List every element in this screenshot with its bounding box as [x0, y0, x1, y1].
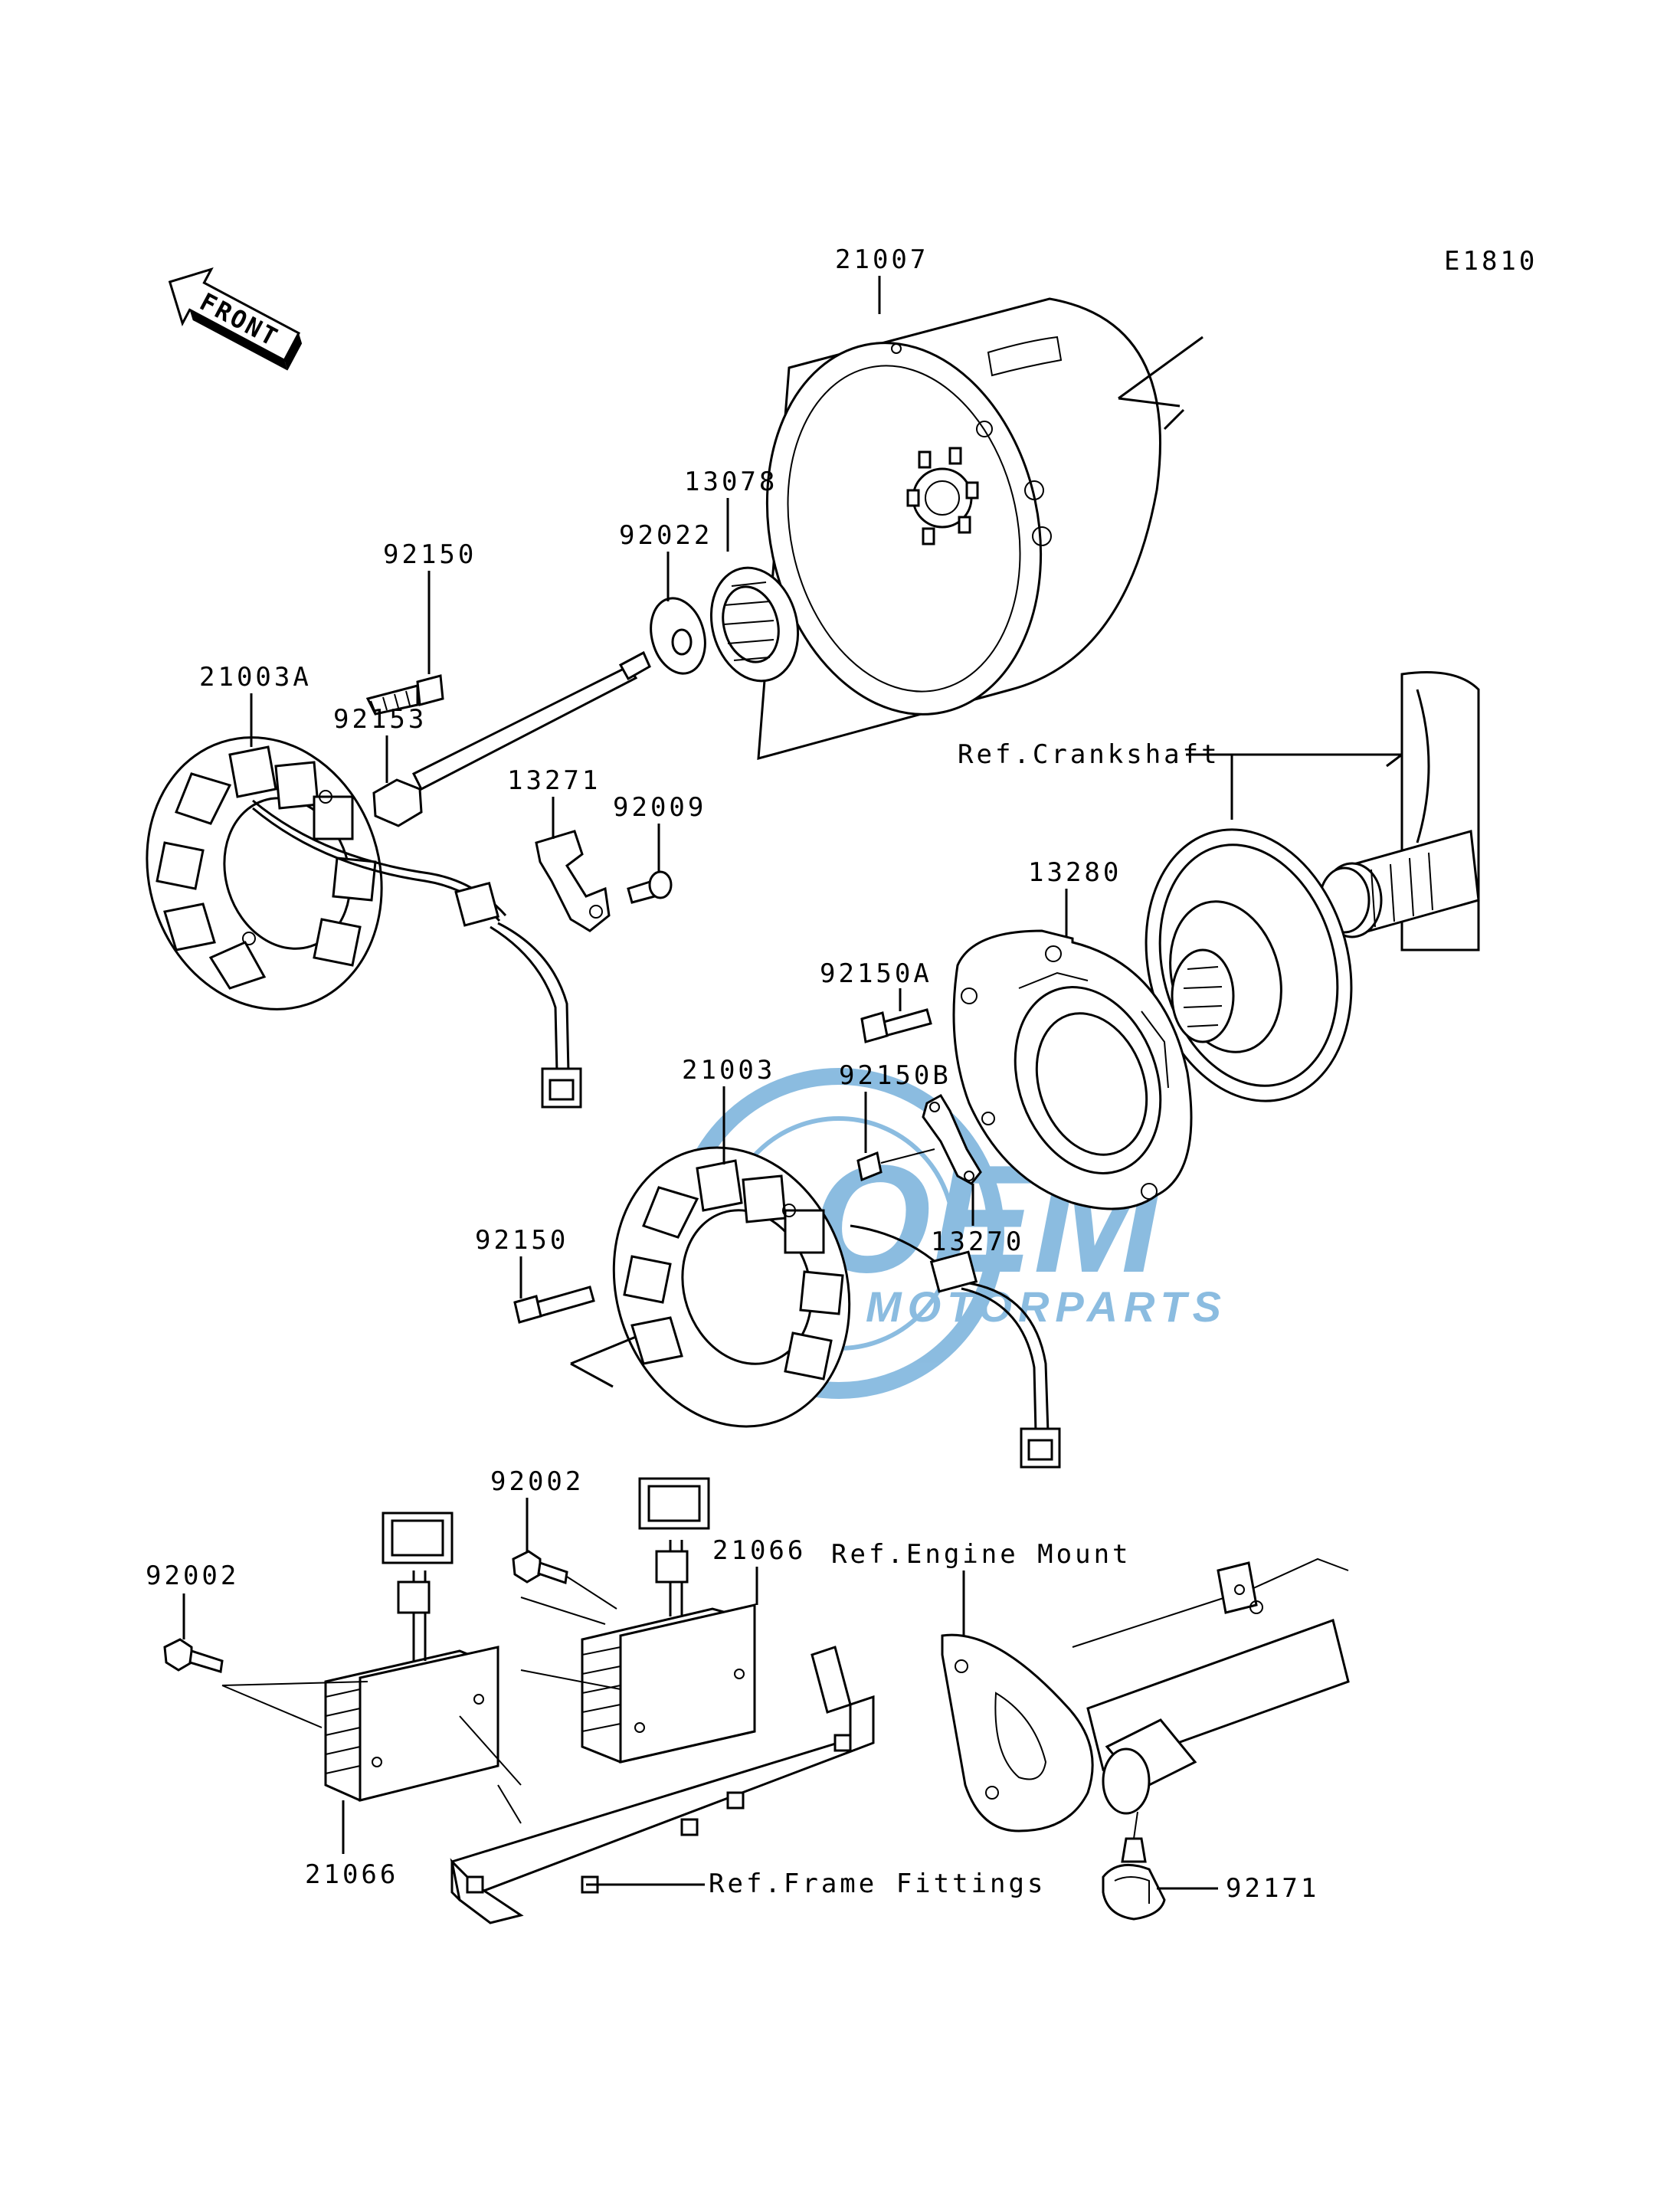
bolt-92150a [860, 1008, 932, 1043]
plate-13271 [535, 830, 611, 932]
washer [650, 597, 706, 675]
label-13270: 13270 [931, 1227, 1024, 1257]
label-92002-right: 92002 [490, 1466, 584, 1497]
label-frame-fittings-ref: Ref.Frame Fittings [709, 1869, 1046, 1899]
bolt-92150b [856, 1148, 935, 1182]
label-92150-mid: 92150 [475, 1225, 568, 1256]
label-13280: 13280 [1028, 857, 1122, 888]
label-13271: 13271 [507, 765, 601, 796]
diagram-code: E1810 [1444, 246, 1538, 277]
screw-92009 [627, 870, 673, 904]
front-direction-badge: FRONT [168, 267, 303, 371]
engine-mount-ref [941, 1557, 1350, 1833]
watermark-sub: MOTORPARTS [866, 1282, 1227, 1331]
starter-clutch-gear [709, 566, 800, 683]
stator-21003 [612, 1146, 1061, 1469]
label-92022: 92022 [619, 520, 712, 551]
bolt-92150-top [365, 674, 444, 716]
label-92150a: 92150A [820, 958, 932, 989]
label-21007: 21007 [835, 244, 928, 275]
bolt-92150-mid [513, 1286, 595, 1324]
label-21066-right: 21066 [712, 1535, 806, 1566]
label-21003: 21003 [682, 1055, 775, 1086]
stud-bolt [372, 650, 651, 827]
regulator-left [324, 1512, 499, 1802]
label-21066-left: 21066 [305, 1859, 398, 1890]
watermark: OEM MOTORPARTS [673, 1068, 1227, 1399]
stator-21003a [146, 736, 582, 1109]
frame-fittings-ref [450, 1646, 875, 1924]
plate-13270 [922, 1093, 982, 1185]
label-92002-left: 92002 [146, 1561, 239, 1591]
label-92150b: 92150B [839, 1060, 951, 1091]
flywheel-rotor [757, 297, 1204, 761]
cover-13280 [952, 929, 1193, 1210]
regulator-right [581, 1477, 756, 1764]
label-92150-top: 92150 [383, 539, 476, 570]
label-13078: 13078 [684, 467, 778, 497]
label-crankshaft-ref: Ref.Crankshaft [958, 739, 1220, 770]
label-engine-mount-ref: Ref.Engine Mount [831, 1539, 1131, 1570]
bolt-92002-right [512, 1550, 617, 1610]
label-92009: 92009 [613, 792, 706, 823]
label-21003a: 21003A [199, 662, 312, 693]
bolt-92002-left [163, 1638, 224, 1673]
label-92171: 92171 [1226, 1873, 1319, 1904]
label-92153: 92153 [333, 704, 427, 735]
crankshaft-ref [1145, 671, 1480, 1102]
clamp-92171 [1102, 1811, 1166, 1921]
